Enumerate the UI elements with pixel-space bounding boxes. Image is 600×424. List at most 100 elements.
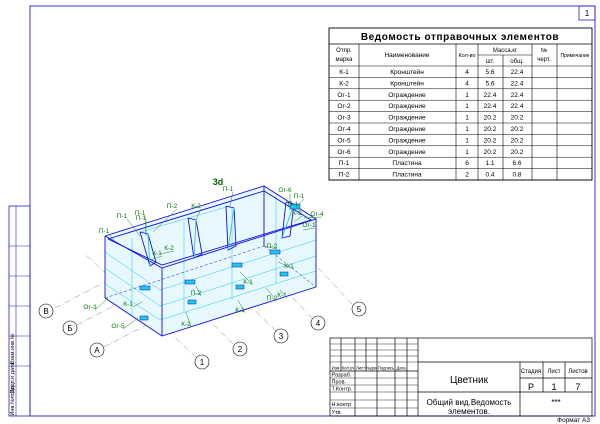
spec-cell-total: 22.4 xyxy=(511,103,524,110)
callout-label: К-1 xyxy=(152,250,162,257)
tb-header-cell: №док xyxy=(366,366,377,371)
callout-label: П-1 xyxy=(294,193,305,200)
callout-label: П-1 xyxy=(136,215,147,222)
spec-cell-total: 22.4 xyxy=(511,69,524,76)
tb-header-cell: Подпись xyxy=(378,366,395,371)
spec-cell-mark: Ог-2 xyxy=(337,103,351,110)
tb-role: Т.Контр. xyxy=(332,387,353,393)
spec-cell-mark: К-2 xyxy=(339,80,349,87)
spec-cell-qty: 1 xyxy=(465,92,469,99)
hdr-qty: Кол-во xyxy=(458,53,475,59)
callout-label: К-2 xyxy=(191,203,201,210)
spec-cell-total: 20.2 xyxy=(511,137,524,144)
drawing-name-1: Общий вид.Ведомость xyxy=(427,398,512,407)
hdr-note: Примечание xyxy=(561,53,590,59)
page-number: 1 xyxy=(585,9,590,18)
callout-leader xyxy=(303,216,323,219)
spec-cell-name: Пластина xyxy=(392,160,422,167)
spec-cell-qty: 1 xyxy=(465,126,469,133)
callout-leader xyxy=(295,198,305,208)
title-block xyxy=(329,337,593,417)
spec-cell-name: Ограждение xyxy=(388,126,426,133)
spec-cell-pc: 22.4 xyxy=(484,92,497,99)
spec-cell-mark: Ог-6 xyxy=(337,149,351,156)
spec-cell-name: Кронштейн xyxy=(390,68,424,76)
callout-leader xyxy=(302,227,315,231)
spec-cell-total: 20.2 xyxy=(511,149,524,156)
spec-cell-qty: 1 xyxy=(465,137,469,144)
spec-cell-mark: Ог-4 xyxy=(337,126,351,133)
callout-leader xyxy=(265,287,278,302)
structure-3d xyxy=(104,185,318,337)
callout-leader xyxy=(195,208,202,221)
spec-cell-qty: 1 xyxy=(465,149,469,156)
hdr-sheet-2: черт. xyxy=(537,57,551,63)
spec-cell-pc: 0.4 xyxy=(485,172,494,179)
callout-label: Ог-5 xyxy=(111,323,125,330)
hdr-mass-pc: шт. xyxy=(486,59,495,65)
spec-cell-qty: 4 xyxy=(465,80,469,87)
axis-label-a: А xyxy=(94,346,100,355)
tb-role: Н.контр xyxy=(332,402,352,408)
stage-label: Стадия xyxy=(521,369,541,375)
stage-value: Р xyxy=(528,382,534,392)
spec-cell-name: Ограждение xyxy=(388,103,426,110)
format-label: Формат А3 xyxy=(557,417,590,424)
tb-header-cell: Лист xyxy=(356,366,365,371)
page-number-box xyxy=(578,5,596,21)
spec-cell-mark: Ог-1 xyxy=(337,92,351,99)
spec-cell-qty: 1 xyxy=(465,115,469,122)
callout-label: П-1 xyxy=(288,201,299,208)
callout-label: К-1 xyxy=(284,263,294,270)
drawing-name-2: элементов. xyxy=(448,407,490,416)
spec-cell-name: Пластина xyxy=(392,172,422,179)
spec-cell-pc: 20.2 xyxy=(484,149,497,156)
hdr-name: Наименование xyxy=(384,52,429,59)
callout-label: П-1 xyxy=(99,228,110,235)
callout-leader xyxy=(152,208,178,233)
axis-bubbles xyxy=(38,301,367,370)
callout-label: П-2 xyxy=(191,290,202,297)
axis-label-b: Б xyxy=(67,324,72,333)
callout-leader xyxy=(277,261,295,270)
spec-cell-name: Ограждение xyxy=(388,137,426,144)
callout-label: К-1 xyxy=(243,279,253,286)
callout-leader xyxy=(132,301,143,308)
spec-cell-total: 20.2 xyxy=(511,126,524,133)
callout-label: К-2 xyxy=(292,210,302,217)
callout-label: К-1 xyxy=(277,292,287,299)
hdr-mark-2: марка xyxy=(336,57,354,63)
callout-leader xyxy=(237,299,246,314)
spec-cell-total: 20.2 xyxy=(511,115,524,122)
callout-label: Ог-3 xyxy=(83,304,97,311)
spec-cell-pc: 20.2 xyxy=(484,126,497,133)
spec-table: Ведомость отправочных элементов Отпр. ма… xyxy=(328,27,593,181)
spec-cell-total: 22.4 xyxy=(511,92,524,99)
side-stamp: Взам.инв.№ Подп.и дата Инв.№подл. xyxy=(8,205,31,417)
callout-leader xyxy=(108,233,115,241)
spec-cell-name: Ограждение xyxy=(388,92,426,99)
object-name: Цветник xyxy=(450,375,489,386)
tb-role: Утв. xyxy=(332,410,343,416)
stamp-sign-date: Подп.и дата xyxy=(10,362,16,394)
sheets-value: 7 xyxy=(575,382,580,392)
callout-label: П-1 xyxy=(223,186,234,193)
callout-leader xyxy=(94,297,109,311)
callout-label: К-1 xyxy=(123,301,133,308)
axis-label-4: 4 xyxy=(316,319,321,328)
spec-title: Ведомость отправочных элементов xyxy=(361,32,559,43)
callout-label: К-2 xyxy=(181,321,191,328)
axis-label-v: В xyxy=(43,307,48,316)
callout-leader xyxy=(185,311,192,328)
spec-cell-name: Ограждение xyxy=(388,149,426,156)
callout-label: П-2 xyxy=(267,295,278,302)
spec-cell-mark: П-1 xyxy=(339,160,350,167)
callout-leader xyxy=(195,285,202,297)
spec-cell-name: Кронштейн xyxy=(390,79,424,87)
callout-leader xyxy=(149,255,163,261)
callout-label: П-2 xyxy=(267,243,278,250)
callout-leader xyxy=(159,250,175,255)
